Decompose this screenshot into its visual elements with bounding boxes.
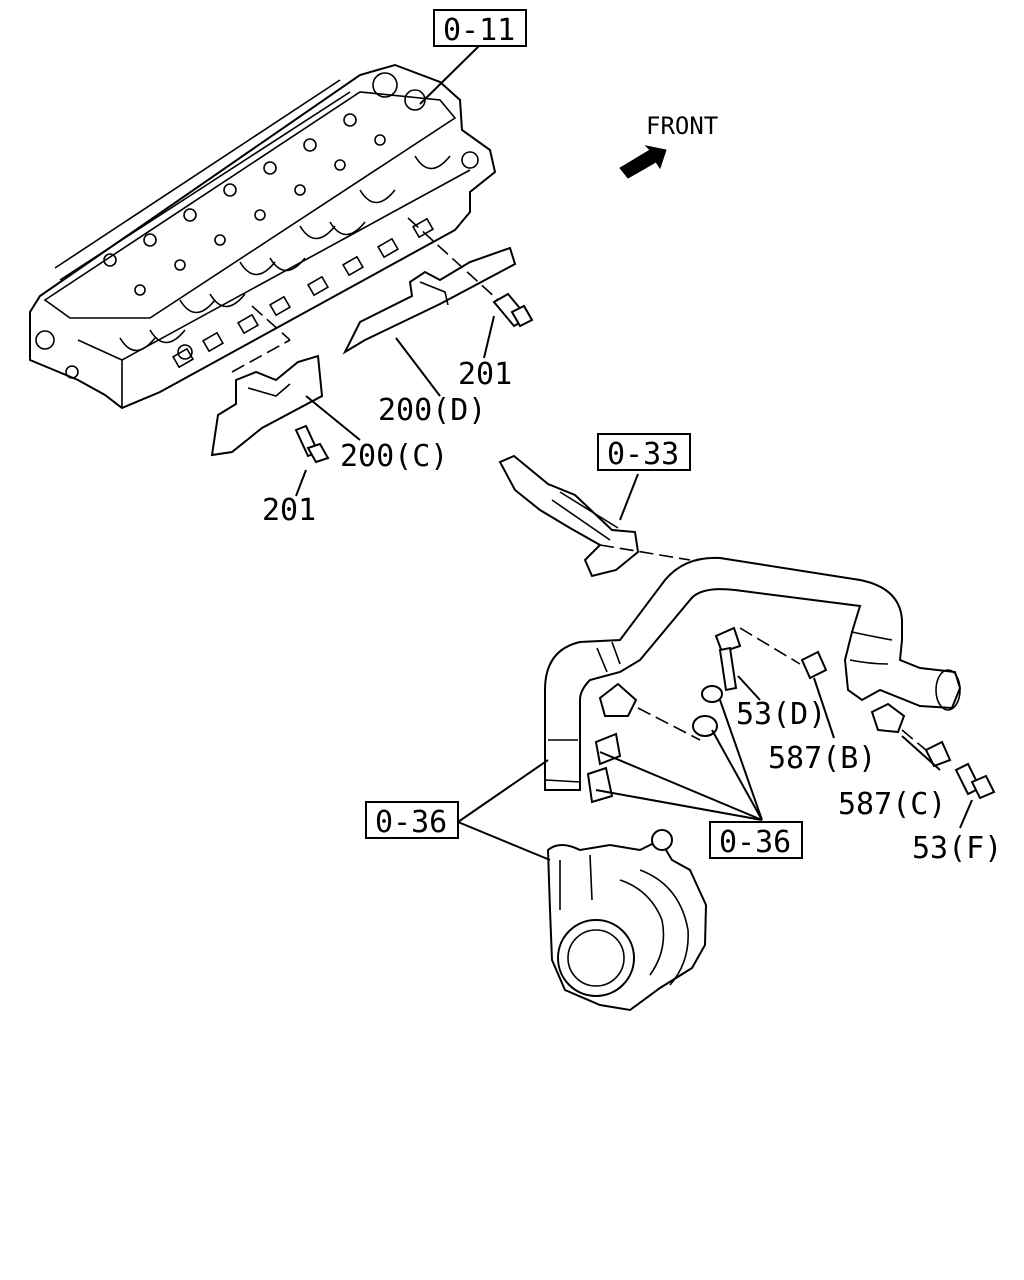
ref-box-0-33: 0-33 [597, 433, 691, 472]
ref-label-0-11: 0-11 [443, 13, 515, 48]
callout-53d: 53(D) [736, 697, 826, 732]
ref-label-0-33: 0-33 [607, 437, 679, 472]
bolt-53d [714, 626, 742, 692]
bracket-0-33 [498, 454, 640, 578]
front-indicator: FRONT [619, 112, 718, 179]
callout-53f: 53(F) [912, 831, 1002, 866]
turbocharger [546, 829, 708, 1012]
cylinder-head [29, 63, 497, 410]
ref-box-0-36-right: 0-36 [709, 821, 803, 860]
fittings [586, 685, 723, 804]
heat-shield-200d [342, 246, 517, 355]
callout-201-lower: 201 [262, 493, 316, 528]
coolant-pipe [544, 544, 962, 791]
washer-587b [739, 627, 828, 680]
ref-label-0-36-left: 0-36 [375, 805, 447, 840]
front-arrow-icon [619, 145, 667, 179]
bolt-201-lower [294, 424, 330, 464]
callout-200c: 200(C) [340, 439, 448, 474]
front-label: FRONT [646, 112, 718, 140]
heat-shield-200c [210, 305, 324, 457]
bolt-53f [901, 729, 996, 800]
callout-200d: 200(D) [378, 393, 486, 428]
callout-201-upper: 201 [458, 357, 512, 392]
ref-box-0-36-left: 0-36 [365, 801, 459, 840]
ref-label-0-36-right: 0-36 [719, 825, 791, 860]
bolt-201-upper [407, 217, 534, 328]
leader-lines [295, 44, 973, 861]
callout-587b: 587(B) [768, 741, 876, 776]
callout-587c: 587(C) [838, 787, 946, 822]
ref-box-0-11: 0-11 [433, 9, 527, 48]
nut-587c [924, 740, 952, 768]
